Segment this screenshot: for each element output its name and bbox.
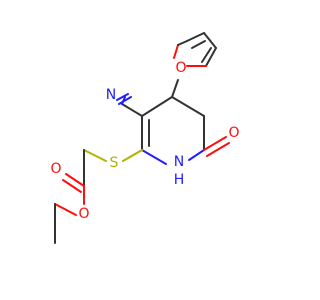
furan-bond-c3-c4 [203,32,217,49]
furan-bond-c2-c3-inner [191,40,206,49]
pyridinone-ring [141,96,205,165]
furan-bond-c4-c5 [205,47,217,67]
ester-double-oxygen-label: O [50,161,61,177]
ester-double-a [65,173,85,187]
furan-ring [173,32,217,67]
cyano-triple-2 [118,96,132,105]
ester-double-b [62,179,82,193]
bond-s-to-ch2 [83,149,107,162]
ring-bond-c5-c4 [171,96,205,117]
cyano-triple-3 [116,93,129,101]
carbonyl-bond-b [206,142,230,157]
ring-bond-c2-n [141,149,167,165]
carbonyl-bond-a [203,136,227,151]
ring-bond-c4-c3 [141,96,173,117]
bond-ring-to-s [122,149,143,162]
ester-single-oxygen-label: O [78,206,89,222]
furan-bond-c2-link [177,40,188,46]
molecule-structure: O N O N H S O O [50,32,240,244]
ring-nitrogen-label: N [174,154,184,170]
nh-hydrogen-label: H [174,172,185,188]
furan-oxygen-label: O [175,60,186,76]
furan-bond-o-c2 [173,44,179,59]
furan-bond-c2-c3 [186,32,205,42]
carbonyl-oxygen-label: O [228,125,239,141]
furan-bond-c4-c5-inner [201,47,212,63]
bond-furan-to-ring [171,79,179,98]
ester-o-to-ch2 [54,203,77,216]
sulfur-label: S [110,155,119,171]
cyano-bond-link [121,103,143,117]
cyano-nitrogen-label: N [106,87,116,103]
molecule-canvas: O N O N H S O O [50,32,240,244]
ring-bond-n-c6 [188,149,205,161]
